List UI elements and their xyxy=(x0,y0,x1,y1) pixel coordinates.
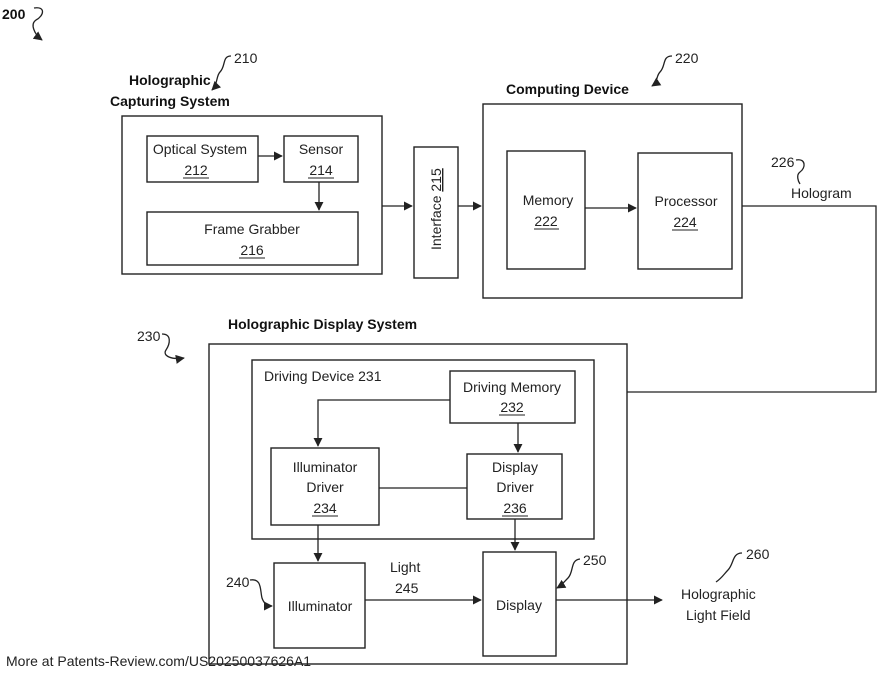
display-driver-ref: 236 xyxy=(503,500,527,516)
capturing-system-leader xyxy=(212,56,231,90)
processor-ref: 224 xyxy=(673,214,697,230)
hologram-leader xyxy=(796,160,804,184)
display-system-title: Holographic Display System xyxy=(228,316,417,332)
illuminator-driver-ref: 234 xyxy=(313,500,337,516)
driving-device-label: Driving Device 231 xyxy=(264,368,382,384)
light-field-leader xyxy=(716,553,742,582)
capturing-system-title-2: Capturing System xyxy=(110,93,230,109)
sensor-ref: 214 xyxy=(309,162,333,178)
hologram-label: Hologram xyxy=(791,185,852,201)
display-system-leader xyxy=(162,334,184,359)
processor-box xyxy=(638,153,732,269)
illuminator-driver-line1: Illuminator xyxy=(293,459,358,475)
display-ref: 250 xyxy=(583,552,607,568)
illuminator-driver-line2: Driver xyxy=(306,479,344,495)
frame-grabber-label: Frame Grabber xyxy=(204,221,300,237)
hologram-ref: 226 xyxy=(771,154,795,170)
display-system-ref: 230 xyxy=(137,328,161,344)
figure-number-leader xyxy=(33,8,42,40)
computing-device-title: Computing Device xyxy=(506,81,629,97)
display-driver-line2: Driver xyxy=(496,479,534,495)
illuminator-ref: 240 xyxy=(226,574,250,590)
light-field-line2: Light Field xyxy=(686,607,751,623)
interface-label-text: Interface xyxy=(428,195,444,250)
display-driver-line1: Display xyxy=(492,459,538,475)
light-label: Light xyxy=(390,559,420,575)
processor-label: Processor xyxy=(654,193,717,209)
computing-device-leader xyxy=(652,56,672,86)
frame-grabber-ref: 216 xyxy=(240,242,264,258)
capturing-system-ref: 210 xyxy=(234,50,258,66)
display-label: Display xyxy=(496,597,542,613)
memory-ref: 222 xyxy=(534,213,558,229)
driving-memory-ref: 232 xyxy=(500,399,524,415)
figure-number: 200 xyxy=(2,6,26,22)
memory-label: Memory xyxy=(523,192,574,208)
capturing-system-title-1: Holographic xyxy=(129,72,211,88)
sensor-label: Sensor xyxy=(299,141,344,157)
footer-credit: More at Patents-Review.com/US20250037626… xyxy=(6,653,311,669)
light-field-line1: Holographic xyxy=(681,586,756,602)
light-field-ref: 260 xyxy=(746,546,770,562)
interface-label: Interface 215 xyxy=(428,168,444,250)
optical-system-label: Optical System xyxy=(153,141,247,157)
optical-system-ref: 212 xyxy=(184,162,208,178)
illuminator-label: Illuminator xyxy=(288,598,353,614)
computing-device-ref: 220 xyxy=(675,50,699,66)
driving-memory-label: Driving Memory xyxy=(463,379,561,395)
interface-ref: 215 xyxy=(428,168,444,192)
light-ref: 245 xyxy=(395,580,419,596)
memory-box xyxy=(507,151,585,269)
